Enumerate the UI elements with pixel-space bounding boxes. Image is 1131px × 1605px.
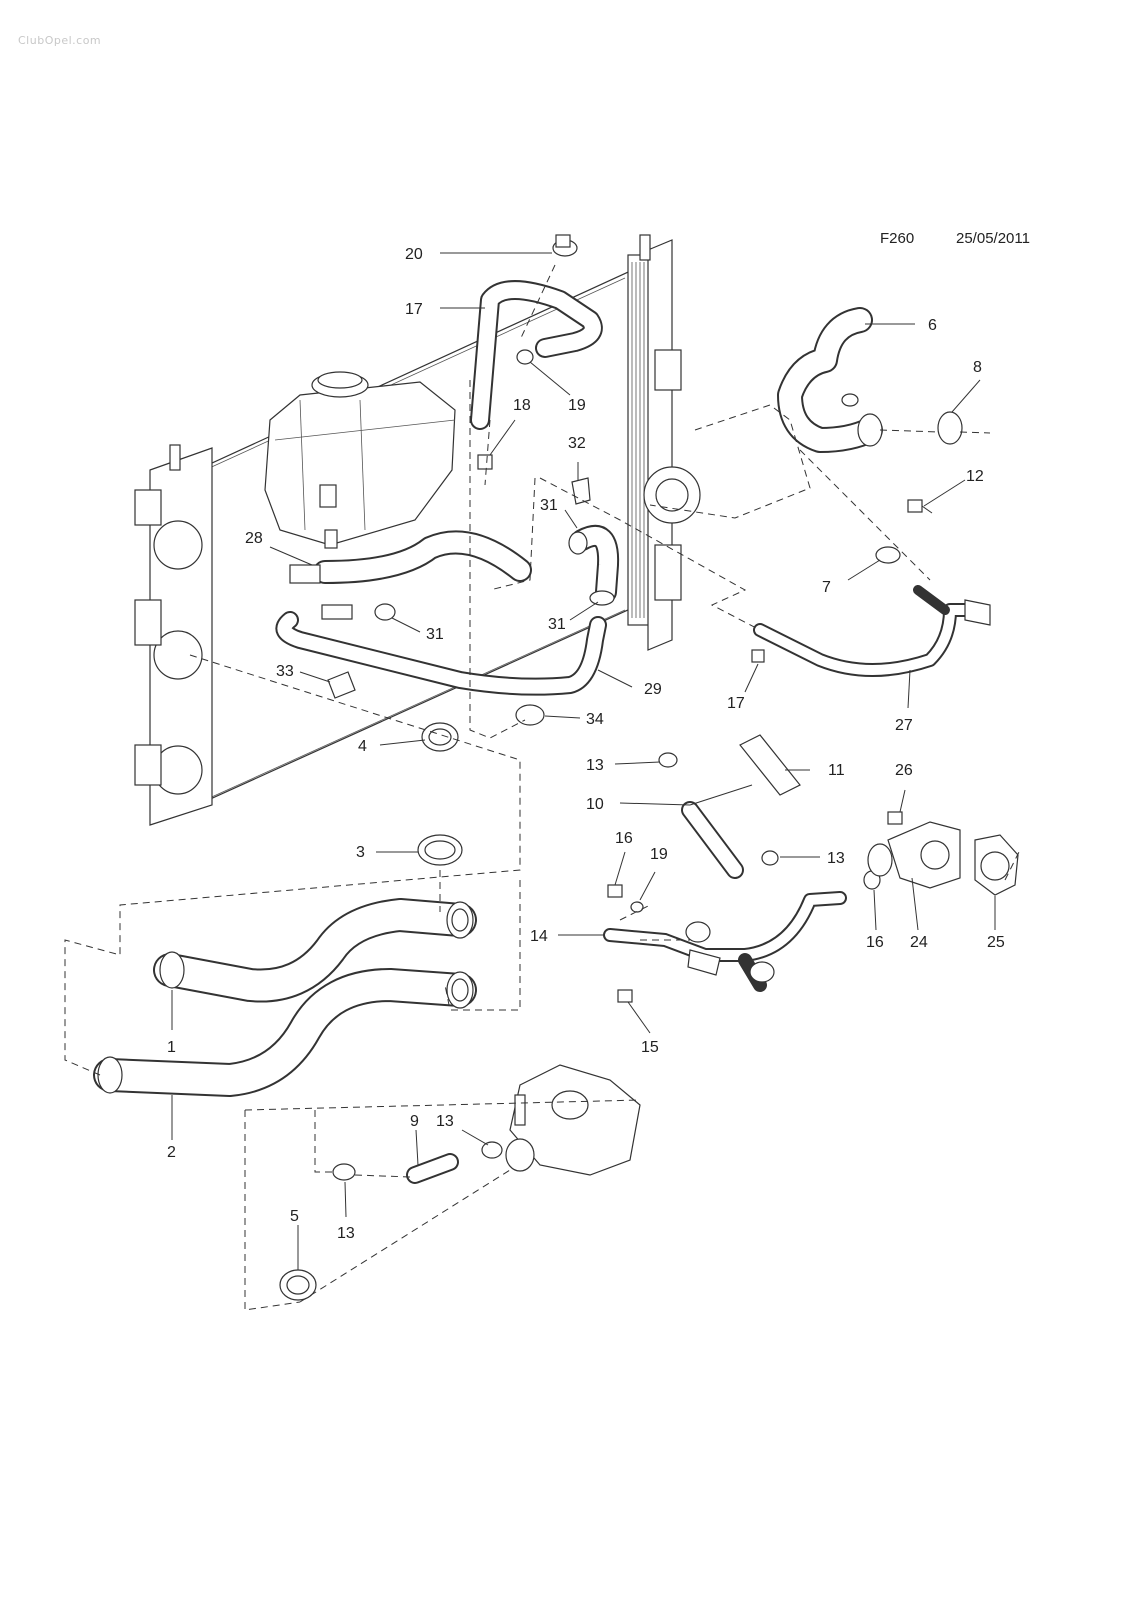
callout-8: 8 xyxy=(973,359,982,376)
clamp-23 xyxy=(552,234,578,257)
radiator xyxy=(134,234,701,826)
callout-22: 19 xyxy=(568,397,586,414)
hose-9 xyxy=(406,1153,459,1184)
bolt-16 xyxy=(607,884,623,898)
diagram-code: F260 xyxy=(880,230,915,247)
callout-4: 4 xyxy=(358,738,367,755)
callout-21: 18 xyxy=(513,397,531,414)
hose-20 xyxy=(470,280,603,430)
sleeve-11 xyxy=(739,734,801,796)
callout-31-right: 31 xyxy=(548,616,566,633)
callout-13-d: 13 xyxy=(337,1225,355,1242)
callout-32: 32 xyxy=(568,435,586,452)
gasket-25 xyxy=(974,834,1019,896)
bolt-17 xyxy=(751,649,765,663)
clamp-13-c xyxy=(481,1141,503,1159)
hose-10 xyxy=(681,801,744,879)
callout-5: 5 xyxy=(290,1208,299,1225)
callout-29: 29 xyxy=(644,681,662,698)
callout-34: 34 xyxy=(586,711,604,728)
washer-19 xyxy=(630,901,644,913)
diagram-date: 25/05/2011 xyxy=(956,230,1030,247)
callout-13-c: 13 xyxy=(436,1113,454,1130)
clamp-8 xyxy=(937,411,963,445)
callout-labels: 20 17 19 18 32 31 28 31 31 33 29 34 4 6 … xyxy=(167,246,1005,1242)
callout-20: 17 xyxy=(405,301,423,318)
callout-6: 6 xyxy=(928,317,937,334)
hose-28 xyxy=(289,530,532,584)
thermostat-housing xyxy=(505,1064,641,1176)
callout-26: 26 xyxy=(895,762,913,779)
callout-13-a: 13 xyxy=(586,757,604,774)
bolt-12 xyxy=(907,499,933,514)
clamp-7 xyxy=(875,546,901,564)
hose-29 xyxy=(275,604,607,696)
callout-14: 14 xyxy=(530,928,548,945)
clamp-31-right xyxy=(589,590,615,606)
bolt-26 xyxy=(887,811,903,825)
callout-31-left: 31 xyxy=(426,626,444,643)
callout-23: 20 xyxy=(405,246,423,263)
callout-16: 16 xyxy=(615,830,633,847)
pipe-14 xyxy=(603,891,847,992)
leader-lines xyxy=(171,252,996,1270)
callout-9: 9 xyxy=(410,1113,419,1130)
callout-7: 7 xyxy=(822,579,831,596)
flange-24 xyxy=(867,821,961,889)
clip-32 xyxy=(571,477,591,505)
expansion-tank xyxy=(264,371,456,549)
clamp-13-d xyxy=(332,1163,356,1181)
callout-15: 15 xyxy=(641,1039,659,1056)
clip-21 xyxy=(477,454,493,470)
clamp-34 xyxy=(515,704,545,726)
hose-6 xyxy=(777,307,883,453)
callout-3: 3 xyxy=(356,844,365,861)
callout-19: 19 xyxy=(650,846,668,863)
callout-33: 33 xyxy=(276,663,294,680)
assembly-lines xyxy=(64,264,1021,1311)
callout-13-b: 13 xyxy=(827,850,845,867)
pipe-27 xyxy=(753,585,991,677)
clamp-31-left xyxy=(374,603,396,621)
clip-33 xyxy=(327,671,356,699)
watermark-logo: ClubOpel.com xyxy=(18,34,102,47)
callout-25: 25 xyxy=(987,934,1005,951)
hose-1 xyxy=(153,898,477,1003)
hose-2 xyxy=(93,968,477,1097)
hose-30 xyxy=(568,525,620,603)
callout-11: 11 xyxy=(828,762,845,779)
callout-1: 1 xyxy=(167,1039,176,1056)
callout-12: 12 xyxy=(966,468,984,485)
clamp-3 xyxy=(417,834,463,866)
callout-24: 24 xyxy=(910,934,928,951)
clamp-22 xyxy=(516,349,534,365)
clamp-5 xyxy=(279,1269,317,1301)
callout-17: 17 xyxy=(727,695,745,712)
clamp-13-a xyxy=(658,752,678,768)
bolt-15 xyxy=(617,989,633,1003)
callout-28: 28 xyxy=(245,530,263,547)
callout-30: 31 xyxy=(540,497,558,514)
callout-18: 16 xyxy=(866,934,884,951)
clamp-13-b xyxy=(761,850,779,866)
callout-2: 2 xyxy=(167,1144,176,1161)
callout-10: 10 xyxy=(586,796,604,813)
callout-27: 27 xyxy=(895,717,913,734)
